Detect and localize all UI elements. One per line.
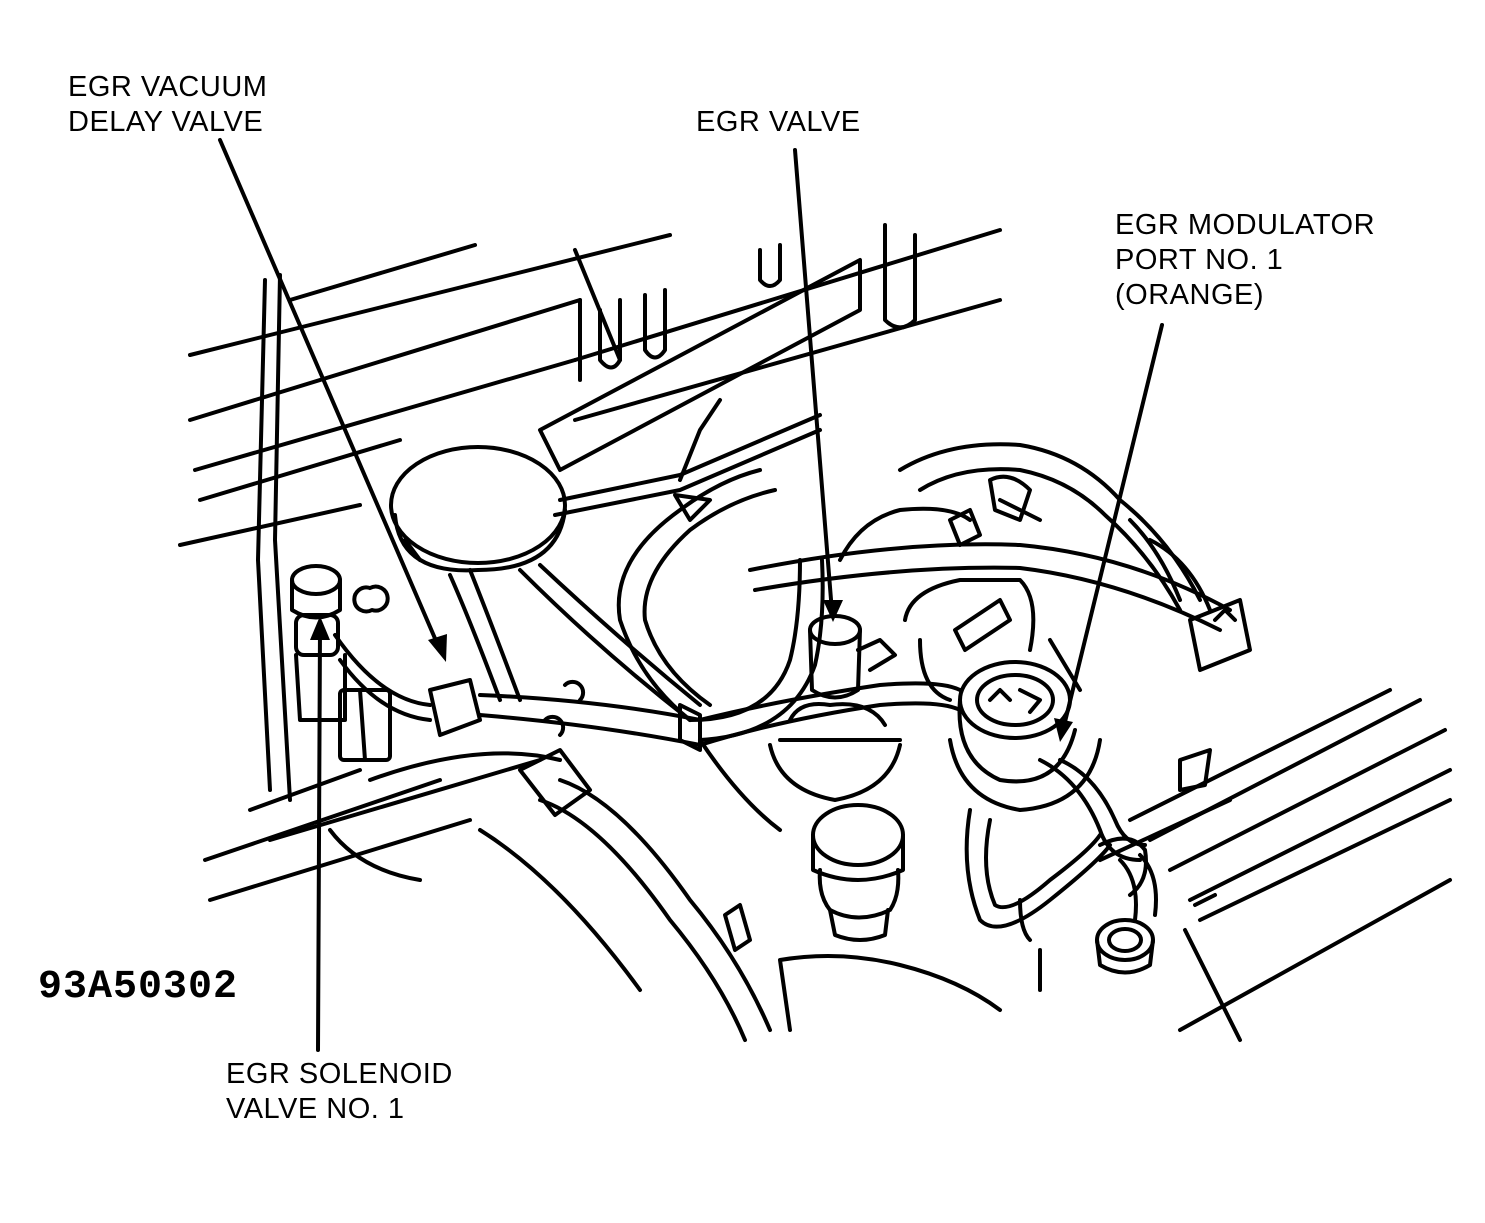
leader-vacuum-delay [218,138,442,652]
callout-egr-solenoid-valve: EGR SOLENOID VALVE NO. 1 [226,1057,453,1127]
callout-line: (ORANGE) [1115,279,1264,311]
lower-pipes [368,738,1042,1042]
leader-modulator [1061,323,1164,732]
egr-valve-body [768,614,902,802]
right-connector [1095,853,1158,975]
callout-egr-modulator-port: EGR MODULATOR PORT NO. 1 (ORANGE) [1115,208,1375,313]
callout-line: DELAY VALVE [68,106,264,138]
arrow-vacuum-delay [428,634,447,662]
leader-egr-valve [793,148,834,614]
figure-code: 93A50302 [38,965,239,1010]
leader-lines [218,138,1164,1052]
left-lower-body [203,758,542,902]
arrowheads [310,600,1073,742]
vacuum-hoses-upper [333,398,962,752]
right-manifold [1098,688,1452,1042]
callout-line: EGR MODULATOR [1115,209,1376,241]
callout-line: EGR VACUUM [68,71,268,103]
arrow-solenoid [310,616,330,640]
callout-egr-valve: EGR VALVE [696,105,861,140]
callout-egr-vacuum-delay-valve: EGR VACUUM DELAY VALVE [68,70,267,140]
body-panel-lines [178,223,1002,547]
solenoid-valve-block [290,564,392,762]
arrow-egr-valve [823,600,843,622]
lower-canister [811,803,905,942]
callout-line: EGR SOLENOID [226,1058,453,1090]
callout-line: VALVE NO. 1 [226,1093,405,1125]
leader-solenoid [316,626,322,1052]
reservoir-canister [389,445,567,573]
left-strut [256,273,292,802]
callout-line: EGR VALVE [696,106,861,138]
modulator-cluster [903,578,1147,862]
callout-line: PORT NO. 1 [1115,244,1284,276]
hose-loop [964,808,1148,929]
right-pipes [748,442,1252,672]
arrow-modulator [1054,718,1073,742]
